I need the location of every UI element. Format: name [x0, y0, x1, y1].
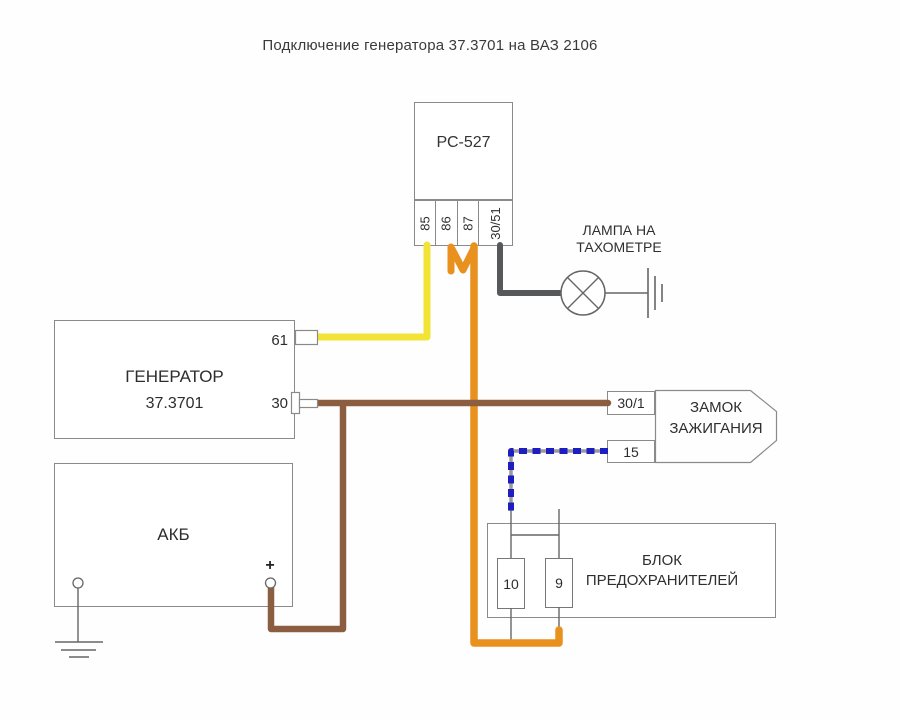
- generator-box: ГЕНЕРАТОР 37.3701 61 30: [54, 320, 295, 439]
- generator-name: ГЕНЕРАТОР: [125, 367, 224, 386]
- fuse-9: 9: [545, 558, 573, 608]
- generator-terminal-61-pin: [294, 329, 319, 346]
- ignition-terminal-15: 15: [607, 440, 655, 463]
- ignition-caption-line2: ЗАЖИГАНИЯ: [669, 420, 763, 437]
- fusebox-caption-line2: ПРЕДОХРАНИТЕЛЕЙ: [585, 572, 739, 590]
- relay-box: РС-527: [414, 102, 513, 200]
- ignition-terminal-15-label: 15: [623, 443, 639, 460]
- relay-terminal-row: 85 86 87 30/51: [414, 200, 513, 246]
- lamp-caption-line1: ЛАМПА НА: [582, 222, 656, 238]
- relay-terminal-30-51: 30/51: [478, 200, 513, 246]
- relay-terminal-87-label: 87: [460, 215, 476, 231]
- ignition-terminal-30-1: 30/1: [607, 391, 655, 415]
- ignition-switch-caption: ЗАМОК ЗАЖИГАНИЯ: [656, 397, 776, 439]
- fusebox-caption: БЛОК ПРЕДОХРАНИТЕЛЕЙ: [555, 551, 769, 592]
- fuse-9-label: 9: [555, 575, 563, 591]
- relay-terminal-86-label: 86: [439, 215, 455, 231]
- tachometer-lamp-caption: ЛАМПА НА ТАХОМЕТРЕ: [558, 222, 680, 256]
- relay-terminal-86: 86: [435, 200, 458, 246]
- relay-terminal-87: 87: [456, 200, 480, 246]
- wire-blue-core: [509, 449, 608, 511]
- relay-label: РС-527: [436, 134, 491, 151]
- fuse-10-label: 10: [503, 575, 519, 592]
- fusebox-caption-line1: БЛОК: [641, 552, 683, 569]
- relay-terminal-85: 85: [414, 200, 437, 246]
- ignition-terminal-30-1-label: 30/1: [617, 395, 645, 411]
- ground-icon-lamp: [647, 268, 663, 318]
- lamp-icon: [560, 270, 606, 316]
- battery-plus-label: +: [265, 557, 275, 574]
- fuse-10: 10: [497, 558, 525, 609]
- fusebox: БЛОК ПРЕДОХРАНИТЕЛЕЙ: [487, 523, 776, 618]
- battery-label: АКБ: [157, 525, 190, 544]
- lamp-caption-line2: ТАХОМЕТРЕ: [576, 238, 662, 255]
- generator-terminal-30-label: 30: [271, 395, 288, 412]
- ignition-caption-line1: ЗАМОК: [690, 399, 742, 416]
- generator-model: 37.3701: [145, 395, 204, 412]
- relay-terminal-30-51-label: 30/51: [488, 206, 504, 240]
- battery-box: АКБ: [54, 463, 293, 607]
- relay-terminal-85-label: 85: [417, 215, 433, 231]
- wire-orange-jumper-86-87: [447, 243, 478, 275]
- wire-yellow-61-to-85: [314, 241, 431, 341]
- wire-gray-3051-to-lamp: [497, 242, 563, 296]
- wire-blue-dashed-15-to-fuse10: [508, 448, 608, 511]
- generator-terminal-30-pin: [290, 391, 319, 415]
- diagram-title: Подключение генератора 37.3701 на ВАЗ 21…: [262, 37, 598, 54]
- generator-terminal-61-label: 61: [271, 332, 288, 349]
